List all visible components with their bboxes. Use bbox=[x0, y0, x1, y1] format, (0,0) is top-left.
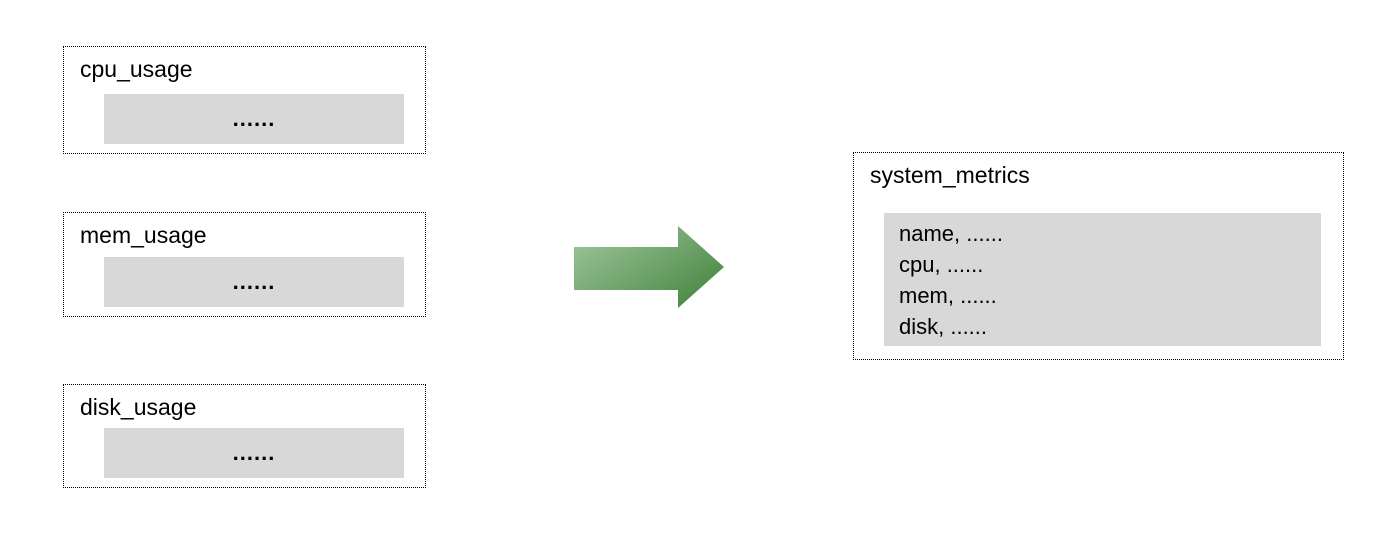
arrow-right-icon bbox=[574, 226, 724, 308]
result-row-mem: mem, ...... bbox=[899, 283, 997, 308]
source-box-disk-usage: disk_usage ...... bbox=[63, 384, 426, 488]
content-bar-mem-usage: ...... bbox=[104, 257, 404, 307]
content-bar-disk-usage: ...... bbox=[104, 428, 404, 478]
content-area-system-metrics: name, ...... cpu, ...... mem, ...... dis… bbox=[884, 213, 1321, 346]
placeholder-dots: ...... bbox=[232, 440, 276, 465]
source-box-cpu-usage: cpu_usage ...... bbox=[63, 46, 426, 154]
source-box-mem-usage: mem_usage ...... bbox=[63, 212, 426, 317]
result-box-system-metrics: system_metrics name, ...... cpu, ...... … bbox=[853, 152, 1344, 360]
box-title-disk-usage: disk_usage bbox=[80, 394, 197, 420]
box-title-cpu-usage: cpu_usage bbox=[80, 56, 193, 82]
arrow-right-svg bbox=[574, 226, 724, 308]
box-title-system-metrics: system_metrics bbox=[870, 162, 1030, 188]
placeholder-dots: ...... bbox=[232, 106, 276, 131]
result-row-cpu: cpu, ...... bbox=[899, 252, 984, 277]
box-title-mem-usage: mem_usage bbox=[80, 222, 207, 248]
content-bar-cpu-usage: ...... bbox=[104, 94, 404, 144]
result-row-disk: disk, ...... bbox=[899, 314, 988, 339]
result-row-name: name, ...... bbox=[899, 221, 1003, 246]
placeholder-dots: ...... bbox=[232, 269, 276, 294]
